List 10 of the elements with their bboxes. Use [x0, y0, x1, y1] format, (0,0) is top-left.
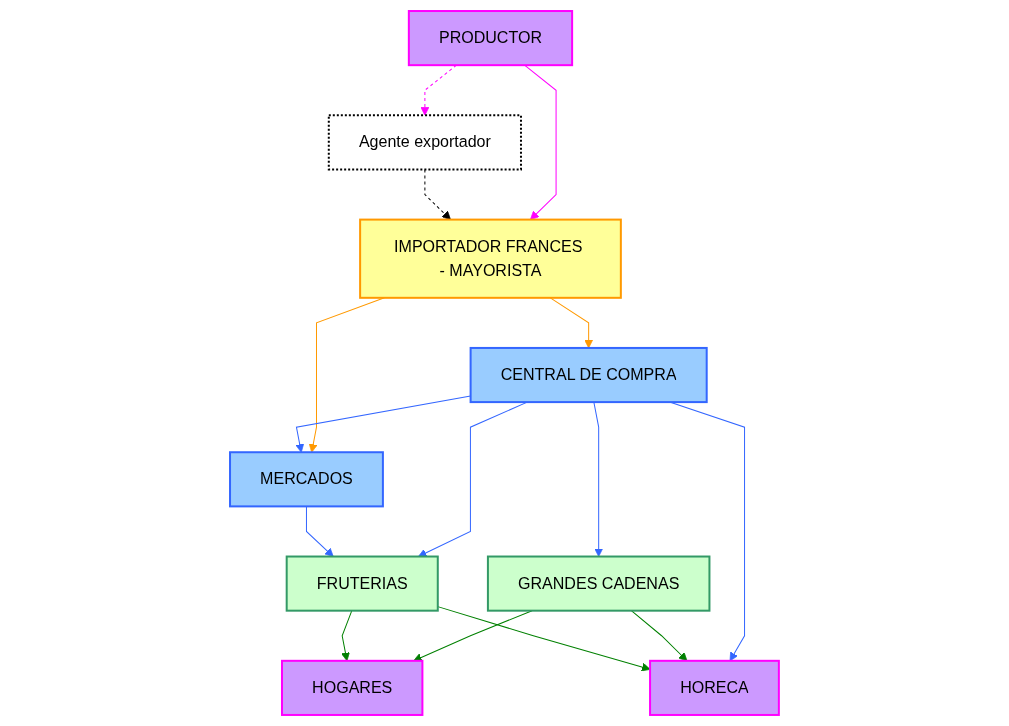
node-box: FRUTERIAS [285, 555, 439, 612]
arrow [437, 606, 651, 672]
node-box: Agente exportador [327, 114, 523, 171]
node-box: IMPORTADOR FRANCES - MAYORISTA [359, 218, 622, 299]
node-box: CENTRAL DE COMPRA [469, 346, 708, 404]
node-box: HORECA [649, 659, 780, 716]
node-box: HOGARES [281, 659, 424, 716]
node-box: PRODUCTOR [407, 10, 574, 67]
node-box: MERCADOS [229, 451, 384, 508]
node-box: GRANDES CADENAS [486, 555, 711, 612]
